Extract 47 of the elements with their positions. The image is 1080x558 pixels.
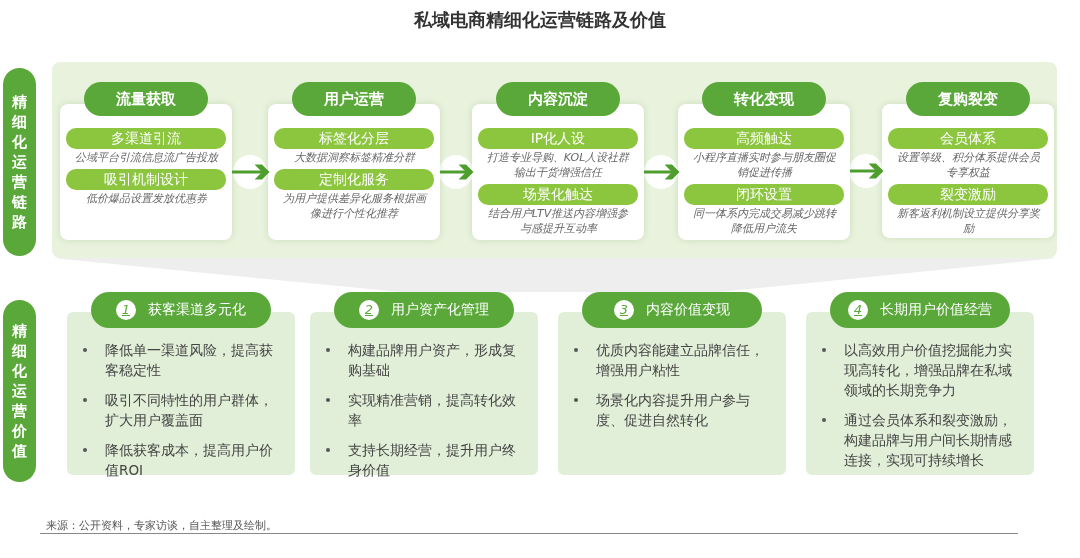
subheading-pill: 标签化分层 [274, 128, 434, 149]
stage-heading: 复购裂变 [906, 82, 1030, 116]
section-label: 精细化运营价值 [3, 300, 36, 482]
description: 设置等级、积分体系提供会员专享权益 [896, 150, 1040, 180]
heading: 长期用户价值经营 [880, 301, 992, 319]
bullet-text: 降低单一渠道风险，提高获客稳定性 [105, 340, 277, 380]
stage-heading: 用户运营 [292, 82, 416, 116]
bullet-text: 优质内容能建立品牌信任，增强用户粘性 [596, 340, 768, 380]
bullet-text: 构建品牌用户资产，形成复购基础 [348, 340, 520, 380]
description: 低价爆品设置发放优惠券 [84, 191, 208, 206]
bullet-text: 通过会员体系和裂变激励，构建品牌与用户间长期情感连接，实现可持续增长 [844, 410, 1016, 470]
bullet-text: 降低获客成本，提高用户价值ROI [105, 440, 277, 480]
stage-heading: 流量获取 [84, 82, 208, 116]
heading: 用户资产化管理 [391, 301, 489, 319]
description: 打造专业导购、KOL人设社群输出干货增强信任 [486, 150, 630, 180]
bullet-text: 支持长期经营，提升用户终身价值 [348, 440, 520, 480]
description: 公域平台引流信息流广告投放 [74, 150, 218, 165]
subheading-pill: 闭环设置 [684, 184, 844, 205]
step-number: 4 [848, 300, 868, 320]
bullet-text: 实现精准营销，提高转化效率 [348, 390, 520, 430]
description: 同一体系内完成交易减少跳转降低用户流失 [692, 206, 836, 236]
subheading-pill: 高频触达 [684, 128, 844, 149]
stage-heading: 转化变现 [702, 82, 826, 116]
source-note: 来源：公开资料，专家访谈，自主整理及绘制。 [46, 518, 277, 533]
subheading-pill: 场景化触达 [478, 184, 638, 205]
description: 为用户提供差异化服务根据画像进行个性化推荐 [282, 191, 426, 221]
bullet-text: 以高效用户价值挖掘能力实现高转化，增强品牌在私域领域的长期竞争力 [844, 340, 1016, 400]
description: 新客返利机制设立提供分享奖励 [896, 206, 1040, 236]
step-number: 3 [614, 300, 634, 320]
subheading-pill: 定制化服务 [274, 169, 434, 190]
subheading-pill: 裂变激励 [888, 184, 1048, 205]
bullet-text: 场景化内容提升用户参与度、促进自然转化 [596, 390, 768, 430]
heading: 内容价值变现 [646, 301, 730, 319]
bullet-text: 吸引不同特性的用户群体，扩大用户覆盖面 [105, 390, 277, 430]
step-number: 1 [116, 300, 136, 320]
subheading-pill: 会员体系 [888, 128, 1048, 149]
subheading-pill: 吸引机制设计 [66, 169, 226, 190]
subheading-pill: IP化人设 [478, 128, 638, 149]
stage-heading: 内容沉淀 [496, 82, 620, 116]
step-number: 2 [359, 300, 379, 320]
description: 结合用户LTV推送内容增强参与感提升互动率 [486, 206, 630, 236]
subheading-pill: 多渠道引流 [66, 128, 226, 149]
heading: 获客渠道多元化 [148, 301, 246, 319]
description: 小程序直播实时参与朋友圈促销促进传播 [692, 150, 836, 180]
description: 大数据洞察标签精准分群 [292, 150, 417, 165]
section-label: 精细化运营链路 [3, 68, 36, 256]
title: 私域电商精细化运营链路及价值 [413, 8, 667, 32]
